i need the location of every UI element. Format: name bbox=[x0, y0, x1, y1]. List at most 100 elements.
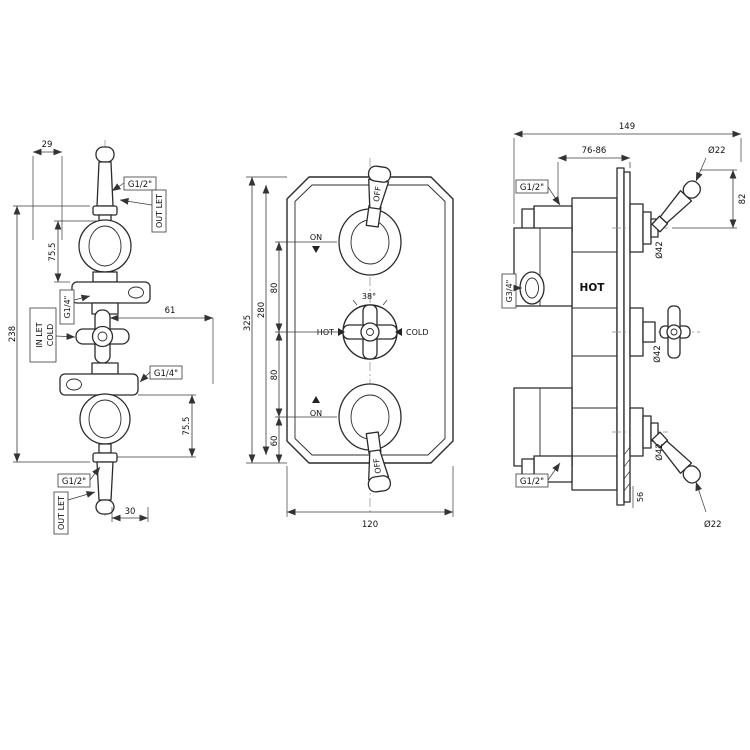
dia-42-mid-label: Ø42 bbox=[652, 345, 663, 363]
dim-29-label: 29 bbox=[42, 140, 53, 150]
bottom-cartridge bbox=[642, 415, 652, 449]
top-lever-shaft bbox=[96, 161, 114, 207]
bottom-lever-collar bbox=[92, 452, 118, 463]
dia-22-bottom-label: Ø22 bbox=[704, 519, 722, 530]
dim-80-upper-label: 80 bbox=[270, 283, 280, 294]
g12-bottom-box bbox=[515, 473, 549, 488]
top-lever-cap bbox=[95, 146, 115, 163]
dim-82-label: 82 bbox=[738, 194, 748, 205]
middle-temperature-control: 38° HOT COLD bbox=[317, 292, 429, 360]
top-escutcheon-inner bbox=[88, 225, 122, 267]
cross-hub-dot-side bbox=[670, 328, 678, 336]
outlet-bottom-box bbox=[53, 491, 69, 535]
top-lever-collar bbox=[92, 205, 118, 216]
dia-42-top-label: Ø42 bbox=[654, 241, 665, 259]
g14-lower-label: G1/4" bbox=[154, 369, 178, 379]
lower-bracket bbox=[513, 387, 573, 467]
cross-hub-dot bbox=[366, 328, 374, 336]
bottom-lever bbox=[365, 431, 392, 493]
g12-top-box bbox=[515, 179, 549, 194]
g14-lower-box bbox=[149, 365, 183, 380]
g14-upper-box bbox=[59, 289, 75, 325]
outlet-bottom-label: OUT LET bbox=[57, 496, 66, 530]
dim-149-label: 149 bbox=[619, 122, 635, 132]
on-bottom-label: ON bbox=[310, 409, 322, 418]
side-port-opening-inner bbox=[525, 277, 539, 299]
bottom-lever-neck bbox=[98, 443, 112, 454]
off-bottom-label: OFF bbox=[372, 457, 383, 474]
top-lever bbox=[365, 165, 392, 228]
left-view-dimensions: 29 G1/2" OUT LET 75.5 G1/4" IN LET COLD … bbox=[8, 140, 214, 535]
arrow-up-marker bbox=[312, 396, 320, 403]
dim-56-label: 56 bbox=[636, 492, 645, 502]
middle-cross-side bbox=[629, 305, 691, 359]
right-valve-body: HOT bbox=[513, 167, 631, 506]
g14-upper-label: G1/4" bbox=[63, 296, 72, 319]
cross-hub-side bbox=[666, 324, 682, 340]
dim-60-label: 60 bbox=[270, 436, 280, 447]
dim-325-label: 325 bbox=[243, 315, 253, 331]
g12-bottom-label: G1/2" bbox=[62, 477, 86, 487]
cold-label: COLD bbox=[46, 324, 55, 347]
dim-76-86-label: 76-86 bbox=[582, 146, 607, 156]
arrow-down-marker bbox=[312, 246, 320, 253]
body-column bbox=[571, 197, 618, 491]
hatch-marks bbox=[623, 446, 631, 492]
inlet-label: IN LET bbox=[35, 322, 44, 347]
top-escutcheon-side bbox=[629, 203, 644, 253]
top-diverter-control: OFF ON bbox=[310, 165, 402, 276]
dim-75-5-bottom-label: 75.5 bbox=[182, 417, 192, 436]
face-plate-inner bbox=[294, 184, 446, 456]
g12-top-label: G1/2" bbox=[520, 183, 544, 193]
dim-280-label: 280 bbox=[257, 302, 267, 318]
top-lever-handle bbox=[651, 180, 702, 233]
wall-plate bbox=[616, 167, 625, 506]
bottom-escutcheon-side bbox=[629, 407, 644, 457]
bracket-hole-lower bbox=[66, 378, 82, 391]
dim-38deg-label: 38° bbox=[362, 292, 376, 301]
dim-30-label: 30 bbox=[125, 507, 136, 517]
mid-escutcheon-side bbox=[629, 307, 644, 357]
body-neck-3 bbox=[91, 362, 119, 375]
outlet-top-box bbox=[151, 189, 167, 233]
hot-body-label: HOT bbox=[580, 282, 606, 294]
dim-238-label: 238 bbox=[8, 326, 18, 342]
outlet-top-label: OUT LET bbox=[155, 194, 164, 228]
bottom-lever-handle bbox=[651, 431, 702, 484]
arrow-left-marker bbox=[395, 328, 402, 336]
bottom-escutcheon-inner bbox=[88, 399, 122, 439]
front-view: OFF ON 38° HOT COLD bbox=[243, 158, 454, 530]
g12-bottom-label: G1/2" bbox=[520, 477, 544, 487]
left-side-view: 29 G1/2" OUT LET 75.5 G1/4" IN LET COLD … bbox=[8, 140, 214, 535]
bottom-escutcheon bbox=[79, 393, 131, 445]
g34-label: G3/4" bbox=[505, 280, 514, 303]
dim-80-lower-label: 80 bbox=[270, 370, 280, 381]
right-view-dimensions: 149 76-86 Ø22 82 Ø42 Ø42 Ø42 G1/2" G3/4"… bbox=[501, 122, 748, 530]
top-port-nut bbox=[521, 208, 535, 230]
body-neck-1 bbox=[92, 271, 118, 283]
bracket-hole-upper bbox=[128, 286, 144, 299]
right-side-view: HOT bbox=[501, 122, 748, 530]
dia-42-bottom-label: Ø42 bbox=[654, 443, 665, 461]
dim-75-5-top-label: 75.5 bbox=[48, 243, 58, 262]
cross-handle-hub bbox=[91, 325, 114, 348]
dim-120-label: 120 bbox=[362, 520, 378, 530]
cross-hub bbox=[360, 322, 380, 342]
front-view-dimensions: 325 280 80 80 60 120 bbox=[243, 176, 454, 530]
g12-top-label: G1/2" bbox=[128, 180, 152, 190]
face-plate-outer bbox=[286, 176, 454, 464]
arrow-right-marker bbox=[338, 328, 345, 336]
cold-label: COLD bbox=[406, 328, 429, 337]
bottom-lever-side bbox=[629, 407, 702, 484]
wall-plate-front bbox=[623, 171, 631, 503]
bottom-diverter-control: OFF ON bbox=[310, 383, 402, 493]
top-escutcheon bbox=[78, 219, 132, 273]
inlet-cold-box bbox=[29, 307, 57, 363]
g12-top-box bbox=[123, 176, 157, 191]
dim-61-label: 61 bbox=[165, 306, 176, 316]
off-top-label: OFF bbox=[372, 185, 383, 202]
mid-stem bbox=[642, 321, 656, 343]
cross-handle-hub-dot bbox=[97, 331, 108, 342]
